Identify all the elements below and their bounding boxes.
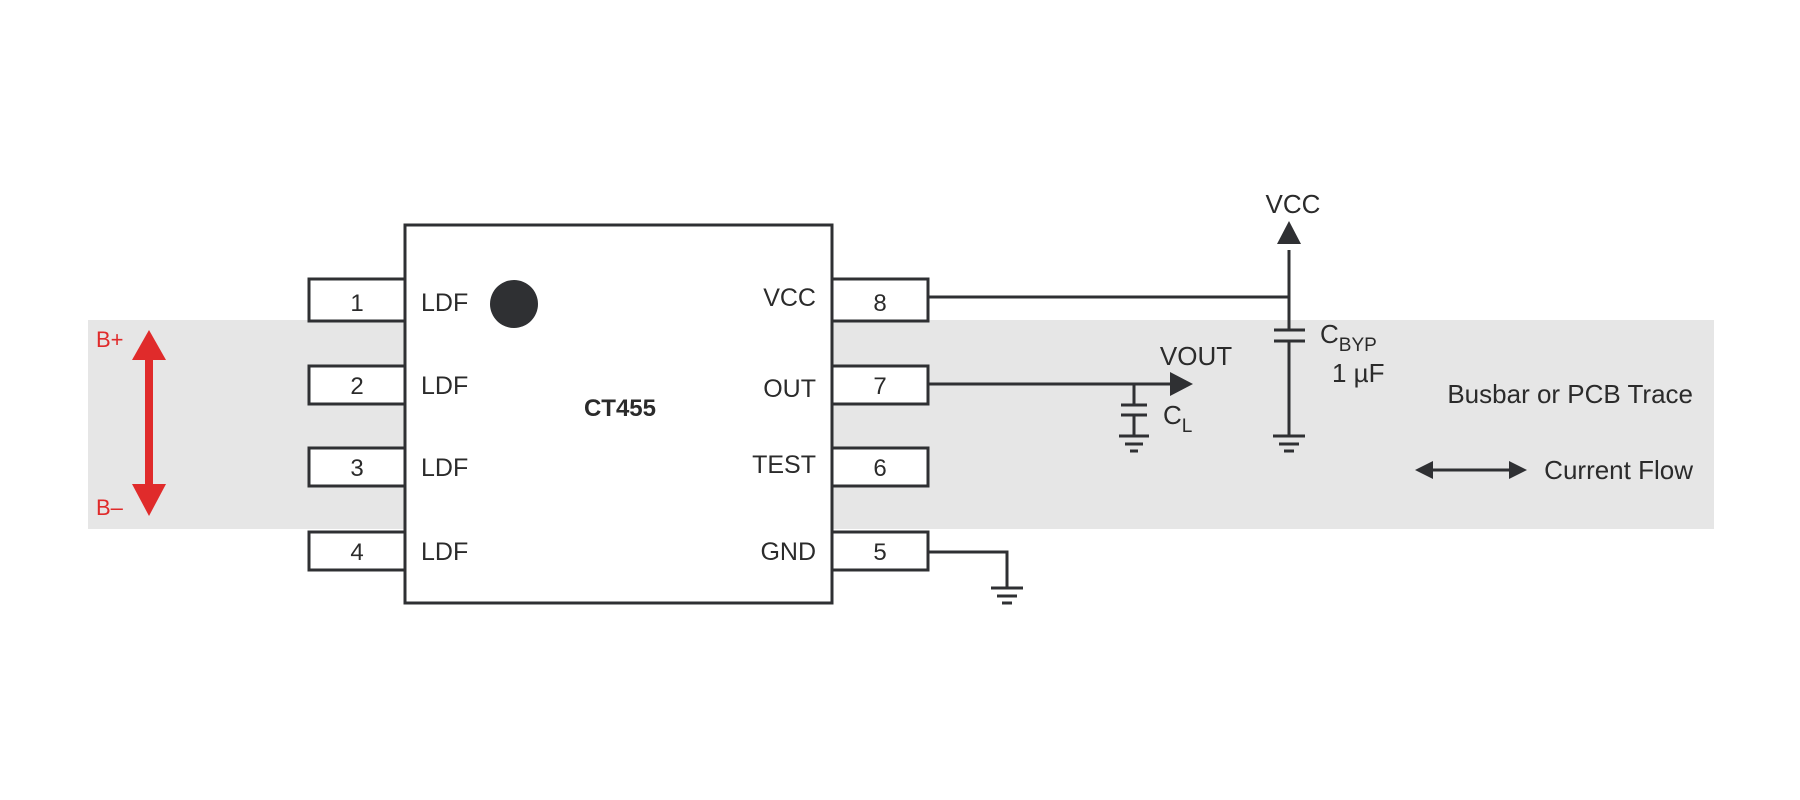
vout-net-label: VOUT — [1160, 341, 1232, 371]
busbar-trace-label: Busbar or PCB Trace — [1447, 379, 1693, 409]
current-flow-label: Current Flow — [1544, 455, 1693, 485]
pin-8-number: 8 — [873, 290, 886, 317]
cl-ground-symbol — [1119, 434, 1149, 453]
pin-6-number: 6 — [873, 455, 886, 482]
vcc-wire — [928, 250, 1291, 299]
pin-5-name: GND — [760, 538, 816, 566]
busbar-trace-band — [88, 320, 1714, 529]
cbyp-label: CBYP — [1320, 319, 1377, 356]
pin-1-box — [307, 277, 407, 323]
b-plus-b-minus-arrow — [132, 330, 166, 516]
pin-2-number: 2 — [350, 373, 363, 400]
pin-8-box — [830, 277, 930, 323]
pin-3-box — [307, 446, 407, 488]
pin-5-number: 5 — [873, 539, 886, 566]
cl-label: CL — [1163, 400, 1192, 437]
pin-1-number: 1 — [350, 290, 363, 317]
pin-4-name: LDF — [421, 538, 468, 566]
pin-6-name: TEST — [752, 451, 816, 479]
gnd-pin-ground-symbol — [991, 586, 1023, 605]
pin-1-name: LDF — [421, 289, 468, 317]
pin-3-number: 3 — [350, 455, 363, 482]
vcc-supply-arrow — [1277, 221, 1301, 244]
vcc-net-label: VCC — [1266, 189, 1321, 219]
pin-2-name: LDF — [421, 372, 468, 400]
cbyp-value: 1 µF — [1332, 358, 1385, 388]
pin-2-box — [307, 364, 407, 406]
chip-part-name: CT455 — [584, 395, 656, 422]
pin-7-name: OUT — [763, 375, 816, 403]
pin-7-number: 7 — [873, 373, 886, 400]
vout-arrow — [1170, 372, 1193, 396]
b-minus-label: B– — [96, 495, 124, 520]
cbyp-ground-symbol — [1273, 434, 1305, 453]
pin1-indicator-dot — [490, 280, 538, 328]
right-pins — [830, 277, 930, 572]
chip-body — [403, 223, 834, 605]
left-pins — [307, 277, 407, 572]
pin-4-number: 4 — [350, 539, 363, 566]
gnd-wire — [928, 550, 1009, 588]
pin-8-name: VCC — [763, 284, 816, 312]
b-plus-label: B+ — [96, 327, 124, 352]
pin-3-name: LDF — [421, 454, 468, 482]
pin-6-box — [830, 446, 930, 488]
